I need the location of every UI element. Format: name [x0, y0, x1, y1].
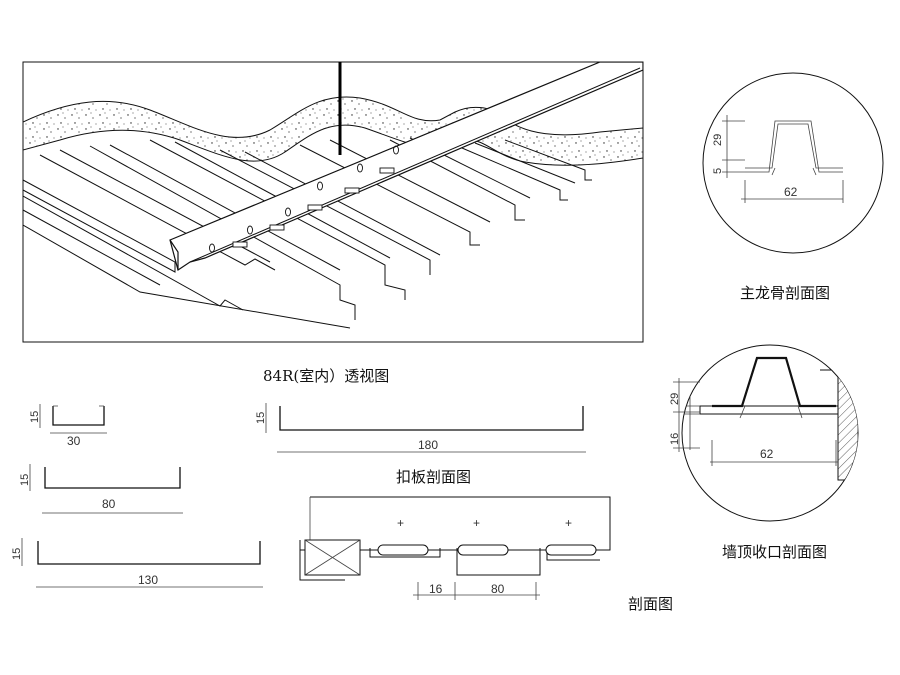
main-runner-section-detail: 29 5 62: [702, 72, 884, 254]
section-view: + + + 16 80: [299, 496, 611, 600]
perspective-caption: 84R(室内）透视图: [263, 367, 389, 385]
wall-trim-title: 墙顶收口剖面图: [722, 543, 827, 561]
panel-profile-130: 15 130: [11, 538, 263, 588]
svg-text:+: +: [565, 516, 572, 530]
section-title: 剖面图: [628, 595, 673, 613]
profile-130-height: 15: [11, 548, 23, 560]
panel-profile-180: 15 180: [255, 403, 586, 453]
ceiling-panels: [23, 137, 592, 329]
section-gap-dim: 16: [429, 582, 443, 596]
svg-text:+: +: [473, 516, 480, 530]
wall-trim-width-dim: 62: [760, 447, 774, 461]
profile-180-height: 15: [255, 412, 267, 424]
svg-text:+: +: [397, 516, 404, 530]
main-runner-flange-dim: 5: [712, 168, 724, 174]
wall-trim-depth-dim: 16: [669, 433, 681, 445]
main-runner-height-dim: 29: [712, 134, 724, 146]
profile-180-width: 180: [418, 438, 438, 452]
panel-profile-80: 15 80: [19, 464, 183, 514]
profile-130-width: 130: [138, 573, 158, 587]
panel-profile-30: 15 30: [29, 404, 107, 448]
profile-80-width: 80: [102, 497, 116, 511]
profile-80-height: 15: [19, 474, 31, 486]
panel-sections-title: 扣板剖面图: [396, 468, 471, 486]
main-runner-width-dim: 62: [784, 185, 798, 199]
profile-30-width: 30: [67, 434, 81, 448]
main-runner-title: 主龙骨剖面图: [740, 284, 830, 302]
profile-30-height: 15: [29, 411, 41, 423]
perspective-view: [22, 61, 644, 343]
wall-trim-height-dim: 29: [669, 393, 681, 405]
wall-trim-section-detail: 62 29 16: [669, 344, 859, 522]
main-runner: [169, 62, 643, 271]
section-pitch-dim: 80: [491, 582, 505, 596]
